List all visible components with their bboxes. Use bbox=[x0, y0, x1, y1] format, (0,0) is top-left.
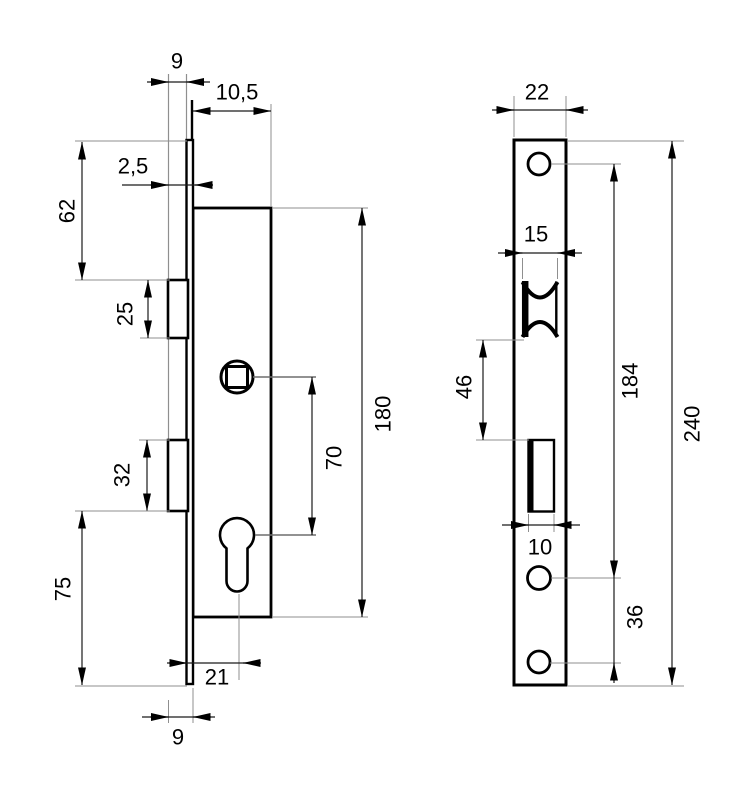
dim-label-36: 36 bbox=[623, 605, 648, 629]
dim-label-22: 22 bbox=[525, 80, 549, 105]
dim-plate-width-top: 9 bbox=[147, 49, 210, 86]
dim-label-25: 25 bbox=[113, 302, 138, 326]
dim-plate-width-bottom: 9 bbox=[142, 688, 215, 750]
top-screw-hole bbox=[526, 151, 552, 177]
dim-deadbolt-width: 10 bbox=[502, 514, 580, 560]
front-view-dimensions: 22 15 46 184 3 bbox=[452, 80, 705, 687]
front-view-faceplate bbox=[512, 138, 568, 687]
dim-label-2-5: 2,5 bbox=[118, 154, 149, 179]
dim-label-62: 62 bbox=[55, 199, 80, 223]
deadbolt-side bbox=[166, 438, 190, 513]
deadbolt-front bbox=[527, 438, 556, 513]
dim-plate-thickness: 2,5 bbox=[118, 154, 213, 189]
dim-hole-spacing-184: 184 bbox=[551, 163, 643, 579]
dim-label-184: 184 bbox=[618, 363, 643, 400]
spindle-square-hole bbox=[225, 365, 249, 389]
dim-label-32: 32 bbox=[110, 463, 135, 487]
dim-label-10: 10 bbox=[528, 535, 552, 560]
dim-faceplate-height: 240 bbox=[567, 140, 705, 687]
dim-label-180: 180 bbox=[371, 396, 396, 433]
dim-label-10-5: 10,5 bbox=[216, 80, 259, 105]
dim-spindle-to-cylinder: 70 bbox=[308, 376, 347, 536]
dim-label-70: 70 bbox=[322, 446, 347, 470]
dim-label-240: 240 bbox=[680, 406, 705, 443]
dim-case-height: 180 bbox=[273, 207, 396, 618]
dim-deadbolt-height: 32 bbox=[110, 439, 170, 512]
dim-deadbolt-to-bottom: 75 bbox=[51, 510, 187, 687]
faceplate-side-profile bbox=[185, 138, 195, 686]
dim-backset: 21 bbox=[167, 594, 261, 690]
side-view-lock-profile bbox=[166, 74, 316, 686]
dim-latch-height: 25 bbox=[113, 279, 170, 339]
dim-label-21: 21 bbox=[205, 665, 229, 690]
faceplate-front bbox=[512, 138, 568, 687]
dim-label-46: 46 bbox=[452, 375, 477, 399]
cylinder-screw-hole bbox=[526, 565, 552, 591]
dim-latch-width: 15 bbox=[498, 222, 582, 279]
euro-cylinder-hole bbox=[218, 516, 256, 593]
dim-top-to-latch: 62 bbox=[55, 140, 187, 281]
dim-hole-spacing-36: 36 bbox=[550, 578, 648, 683]
dim-latch-to-deadbolt: 46 bbox=[452, 339, 529, 441]
dim-case-offset: 10,5 bbox=[190, 80, 272, 206]
dim-label-9-bottom: 9 bbox=[172, 725, 184, 750]
latch-bolt-side bbox=[166, 278, 190, 340]
dim-label-75: 75 bbox=[51, 577, 76, 601]
latch-bolt-front bbox=[520, 280, 560, 339]
dim-faceplate-width: 22 bbox=[492, 80, 588, 137]
side-view-dimensions: 9 10,5 2,5 62 25 bbox=[51, 49, 396, 750]
bottom-screw-hole bbox=[526, 649, 552, 675]
dim-label-9-top: 9 bbox=[171, 49, 183, 74]
dim-label-15: 15 bbox=[524, 222, 548, 247]
